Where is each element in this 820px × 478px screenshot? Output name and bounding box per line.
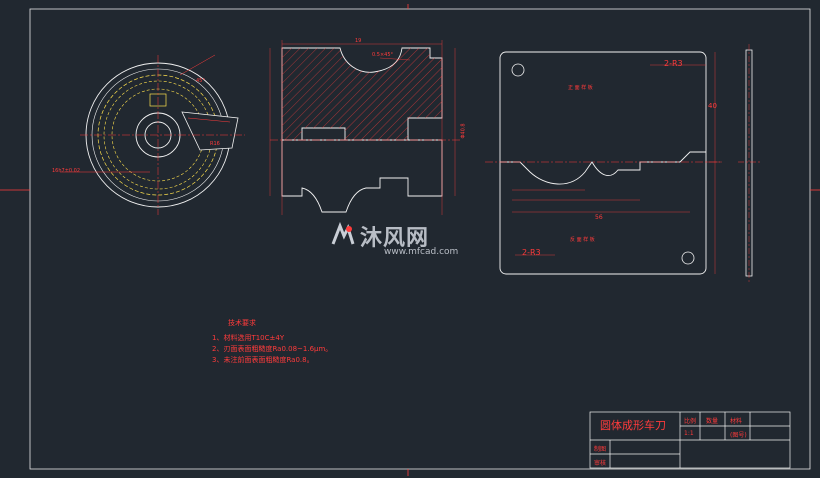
title-block-scale-value: 1:1 [684,430,694,437]
tech-requirement-2: 2、刃面表面粗糙度Ra0.08~1.6μm。 [212,345,333,353]
right-template-view [485,44,760,282]
title-block-title: 圆体成形车刀 [600,419,666,432]
template-top-note: 2-R3 [664,59,683,68]
left-circular-view [60,54,245,215]
title-block-scale-label: 比例 [684,418,697,425]
middle-section-view [269,40,460,215]
title-block [589,411,791,469]
dim-left-radius: R16 [210,141,220,147]
title-block-drawing-no: (图号) [730,432,747,439]
template-dim-40: 40 [708,102,717,110]
title-block-drawn-by: 制图 [594,446,607,453]
dim-mid-diameter: Φ40.8 [460,123,467,139]
tech-requirements-title: 技术要求 [228,319,256,327]
title-block-material-label: 材料 [730,418,743,425]
template-dim-56: 56 [595,214,603,221]
template-bottom-caption: 反 面 样 板 [570,237,595,243]
watermark-brand: 沐风网 [360,226,430,251]
template-top-caption: 正 面 样 板 [568,85,593,91]
watermark-logo-icon [331,222,355,245]
title-block-checked-by: 审核 [594,460,607,467]
dim-left-bore: 16h7±0.02 [52,168,81,174]
watermark-url: www.mfcad.com [384,247,459,257]
title-block-qty-label: 数量 [706,418,719,425]
tech-requirement-3: 3、未注前面表面粗糙度Ra0.8。 [212,356,314,364]
dim-left-angle: 45° [196,78,205,84]
dim-mid-chamfer: 0.5×45° [372,52,394,58]
template-bottom-note: 2-R3 [522,248,541,257]
tech-requirement-1: 1、材料选用T10C±4Y [212,334,285,342]
sheet-frame [0,4,820,476]
dim-mid-length: 19 [355,38,362,44]
